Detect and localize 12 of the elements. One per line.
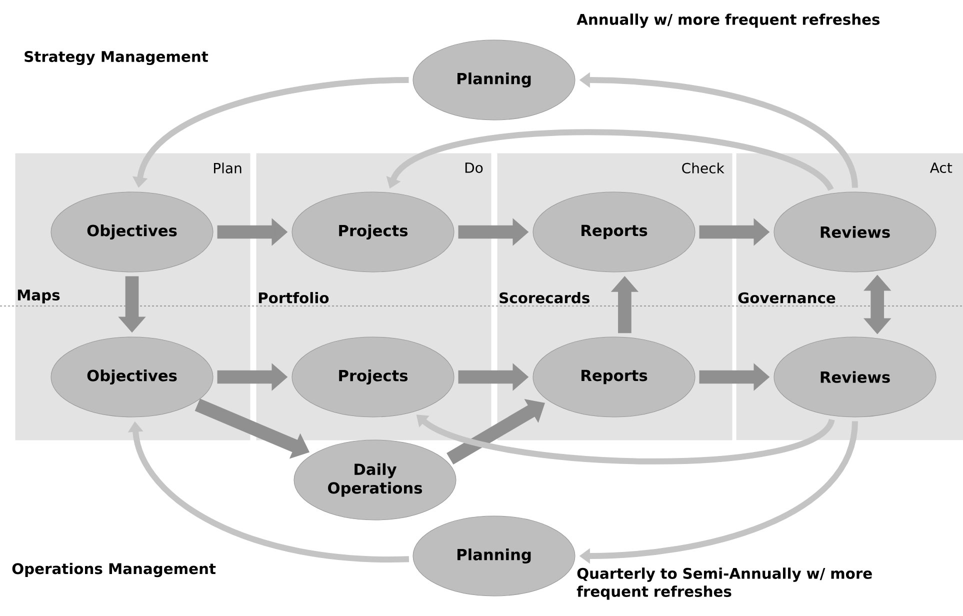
column-heading: Act: [930, 162, 952, 173]
band-label: Maps: [18, 290, 60, 304]
column-heading: Do: [465, 162, 483, 173]
column-heading: Check: [682, 162, 724, 174]
section-title: Operations Management: [12, 562, 216, 578]
band-label: Scorecards: [500, 292, 590, 304]
band-label: Portfolio: [258, 292, 329, 304]
band-label: Governance: [738, 292, 836, 304]
column-heading: Plan: [214, 162, 242, 174]
section-title: Strategy Management: [24, 50, 208, 65]
note-text: Quarterly to Semi-Annually w/ more frequent refreshes: [576, 568, 872, 600]
note-text: Annually w/ more frequent refreshes: [576, 14, 880, 28]
